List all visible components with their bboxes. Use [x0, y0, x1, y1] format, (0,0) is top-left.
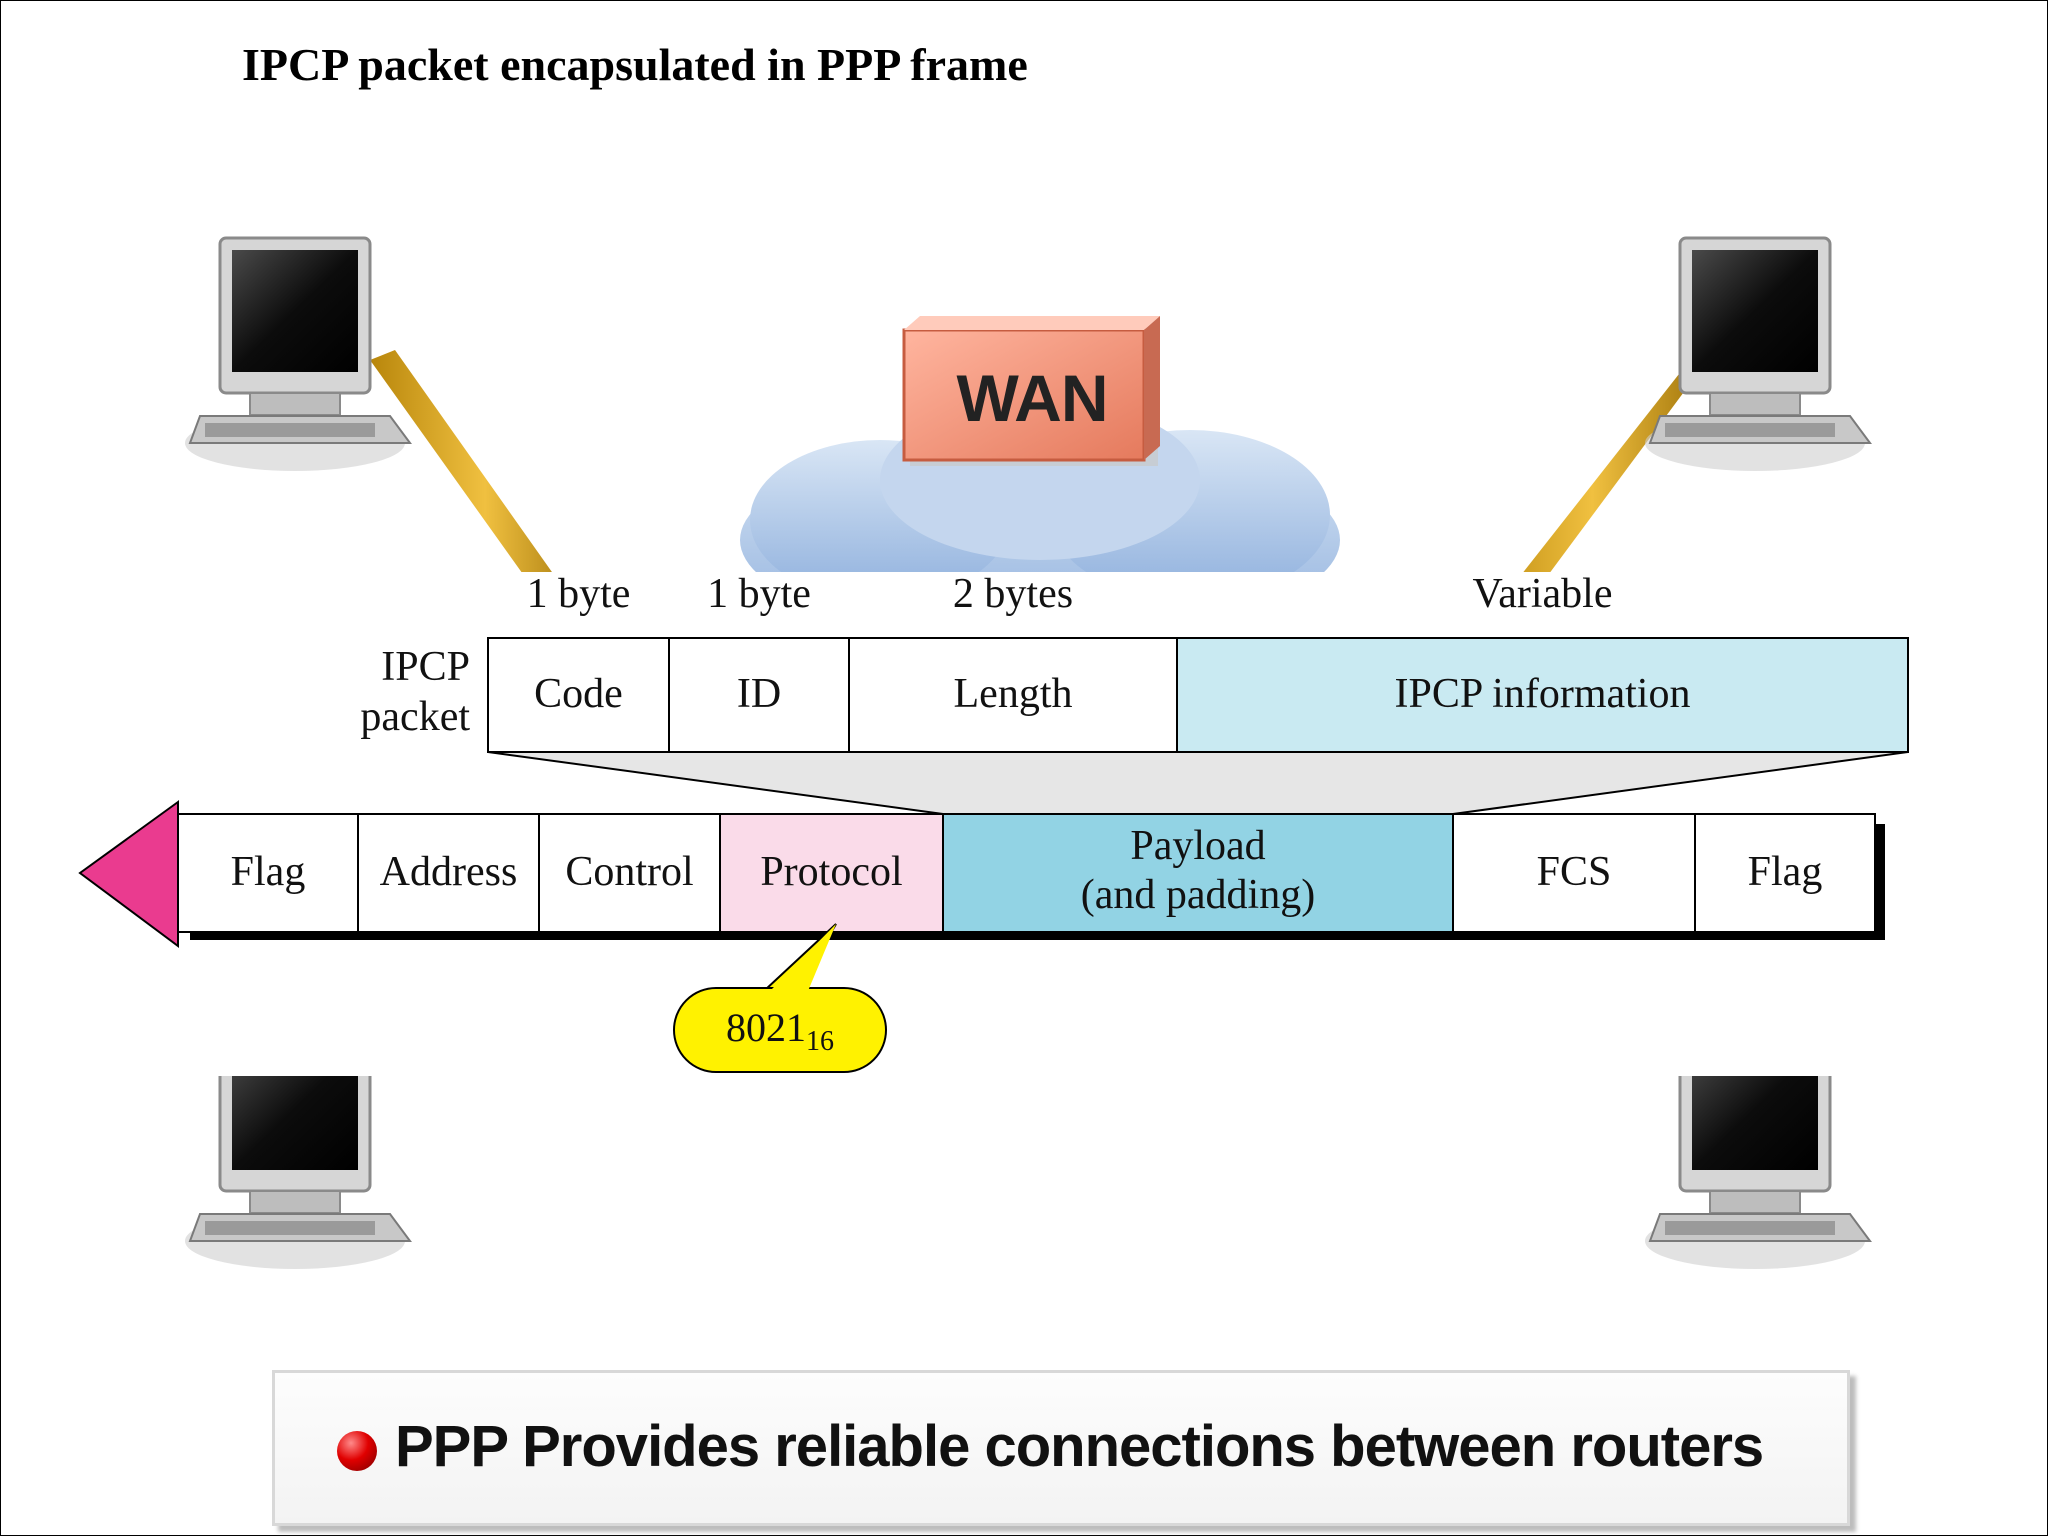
wan-badge	[902, 316, 1160, 466]
size-label-id: 1 byte	[707, 571, 811, 617]
size-label-code: 1 byte	[526, 571, 631, 617]
ppp-protocol-cell	[719, 813, 944, 933]
size-label-information: Variable	[1472, 571, 1613, 617]
ppp-frame-row	[177, 813, 1876, 933]
ppp-control-cell	[538, 813, 721, 933]
expansion-line-right	[1452, 751, 1909, 815]
protocol-callout	[673, 923, 887, 1073]
expansion-line-left	[487, 751, 944, 815]
right-cable	[1470, 350, 1715, 640]
ppp-field-fcs: FCS	[1536, 849, 1612, 895]
direction-arrow-icon	[78, 800, 179, 948]
computer-top-right-icon	[1643, 236, 1872, 473]
diagram-title: IPCP packet encapsulated in PPP frame	[242, 39, 1028, 90]
ipcp-packet-label-line2: packet	[360, 694, 470, 740]
left-cable	[370, 350, 600, 640]
ppp-field-control: Control	[565, 849, 694, 895]
bullet-box: PPP Provides reliable connections betwee…	[272, 1370, 1850, 1526]
wan-label: WAN	[956, 361, 1109, 435]
ppp-fcs-cell	[1452, 813, 1696, 933]
ppp-field-payload-padding: (and padding)	[1080, 872, 1316, 918]
ipcp-length-cell	[848, 637, 1178, 753]
ipcp-field-information: IPCP information	[1394, 671, 1691, 717]
bullet-icon	[337, 1431, 377, 1471]
expansion-shading	[488, 752, 1908, 814]
bullet-text: PPP Provides reliable connections betwee…	[395, 1414, 1764, 1479]
ipcp-code-cell	[487, 637, 670, 753]
ipcp-packet-row	[487, 637, 1909, 753]
ipcp-field-length: Length	[953, 671, 1073, 717]
ppp-field-address: Address	[379, 849, 518, 895]
ppp-field-flag-start: Flag	[230, 849, 306, 895]
ipcp-field-id: ID	[736, 671, 782, 717]
ppp-field-payload: Payload	[1130, 823, 1266, 869]
ppp-address-cell	[357, 813, 540, 933]
ppp-flag-start-cell	[177, 813, 359, 933]
ppp-flag-end-cell	[1694, 813, 1876, 933]
protocol-value-number: 8021	[726, 1005, 806, 1050]
ppp-field-flag-end: Flag	[1747, 849, 1823, 895]
ppp-field-protocol: Protocol	[760, 849, 903, 895]
computer-top-left-icon	[183, 236, 412, 473]
protocol-value: 802116	[674, 1004, 886, 1058]
ipcp-field-code: Code	[534, 671, 623, 717]
protocol-value-base: 16	[806, 1026, 834, 1057]
ppp-payload-cell	[942, 813, 1454, 933]
ipcp-packet-label-line1: IPCP	[381, 644, 470, 690]
size-label-length: 2 bytes	[952, 571, 1074, 617]
ipcp-id-cell	[668, 637, 850, 753]
ipcp-information-cell	[1176, 637, 1909, 753]
